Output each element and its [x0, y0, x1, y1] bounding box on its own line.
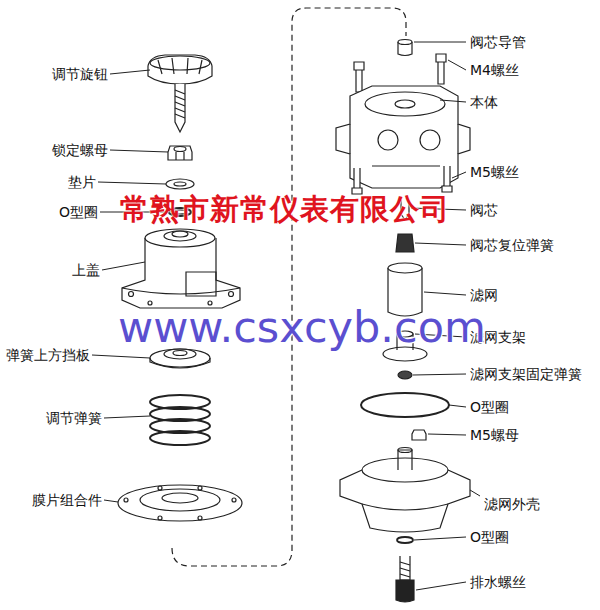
- part-label: O型圈: [470, 529, 509, 545]
- part-label: O型圈: [59, 204, 98, 220]
- part-label: 阀芯复位弹簧: [470, 237, 554, 253]
- part-label: 膜片组合件: [32, 492, 102, 508]
- part-label: 上盖: [72, 262, 100, 278]
- drain-screw: [396, 556, 414, 602]
- o-ring-large: [361, 393, 449, 417]
- watermark-text: 常熟市新常仪表有限公司: [120, 193, 450, 225]
- part-label: 滤网支架固定弹簧: [470, 366, 582, 382]
- part-label: 本体: [470, 94, 498, 110]
- part-label: 锁定螺母: [52, 142, 108, 158]
- part-label: 排水螺丝: [470, 574, 526, 590]
- leader-lines: [92, 70, 169, 502]
- valve-guide: [398, 40, 412, 56]
- part-label: 弹簧上方挡板: [6, 347, 90, 363]
- part-label: 垫片: [68, 174, 96, 190]
- lock-nut: [168, 146, 192, 160]
- adjust-spring: [150, 395, 210, 445]
- part-label: 阀芯: [470, 202, 498, 218]
- valve-spring: [396, 234, 414, 252]
- watermark-text: www.csxcyb.com: [118, 304, 486, 350]
- o-ring-small: [397, 537, 413, 543]
- filter-housing: [340, 448, 470, 533]
- part-label: 调节旋钮: [52, 66, 108, 82]
- part-label: 阀芯导管: [470, 34, 526, 50]
- adjust-knob: [148, 55, 212, 132]
- part-label: 滤网: [470, 287, 498, 303]
- part-label: O型圈: [470, 399, 509, 415]
- part-label: M4螺丝: [470, 62, 519, 78]
- upper-cover: [122, 229, 240, 308]
- holder-spring: [398, 371, 412, 379]
- part-label: M5螺丝: [470, 164, 519, 180]
- part-label: 滤网外壳: [484, 496, 540, 512]
- diaphragm-assembly: [118, 485, 242, 521]
- washer: [166, 179, 194, 189]
- part-label: M5螺母: [470, 427, 519, 443]
- m5-screws: [352, 166, 452, 194]
- part-label: 调节弹簧: [46, 410, 102, 426]
- m5-nut: [412, 430, 426, 440]
- spring-plate: [150, 349, 210, 368]
